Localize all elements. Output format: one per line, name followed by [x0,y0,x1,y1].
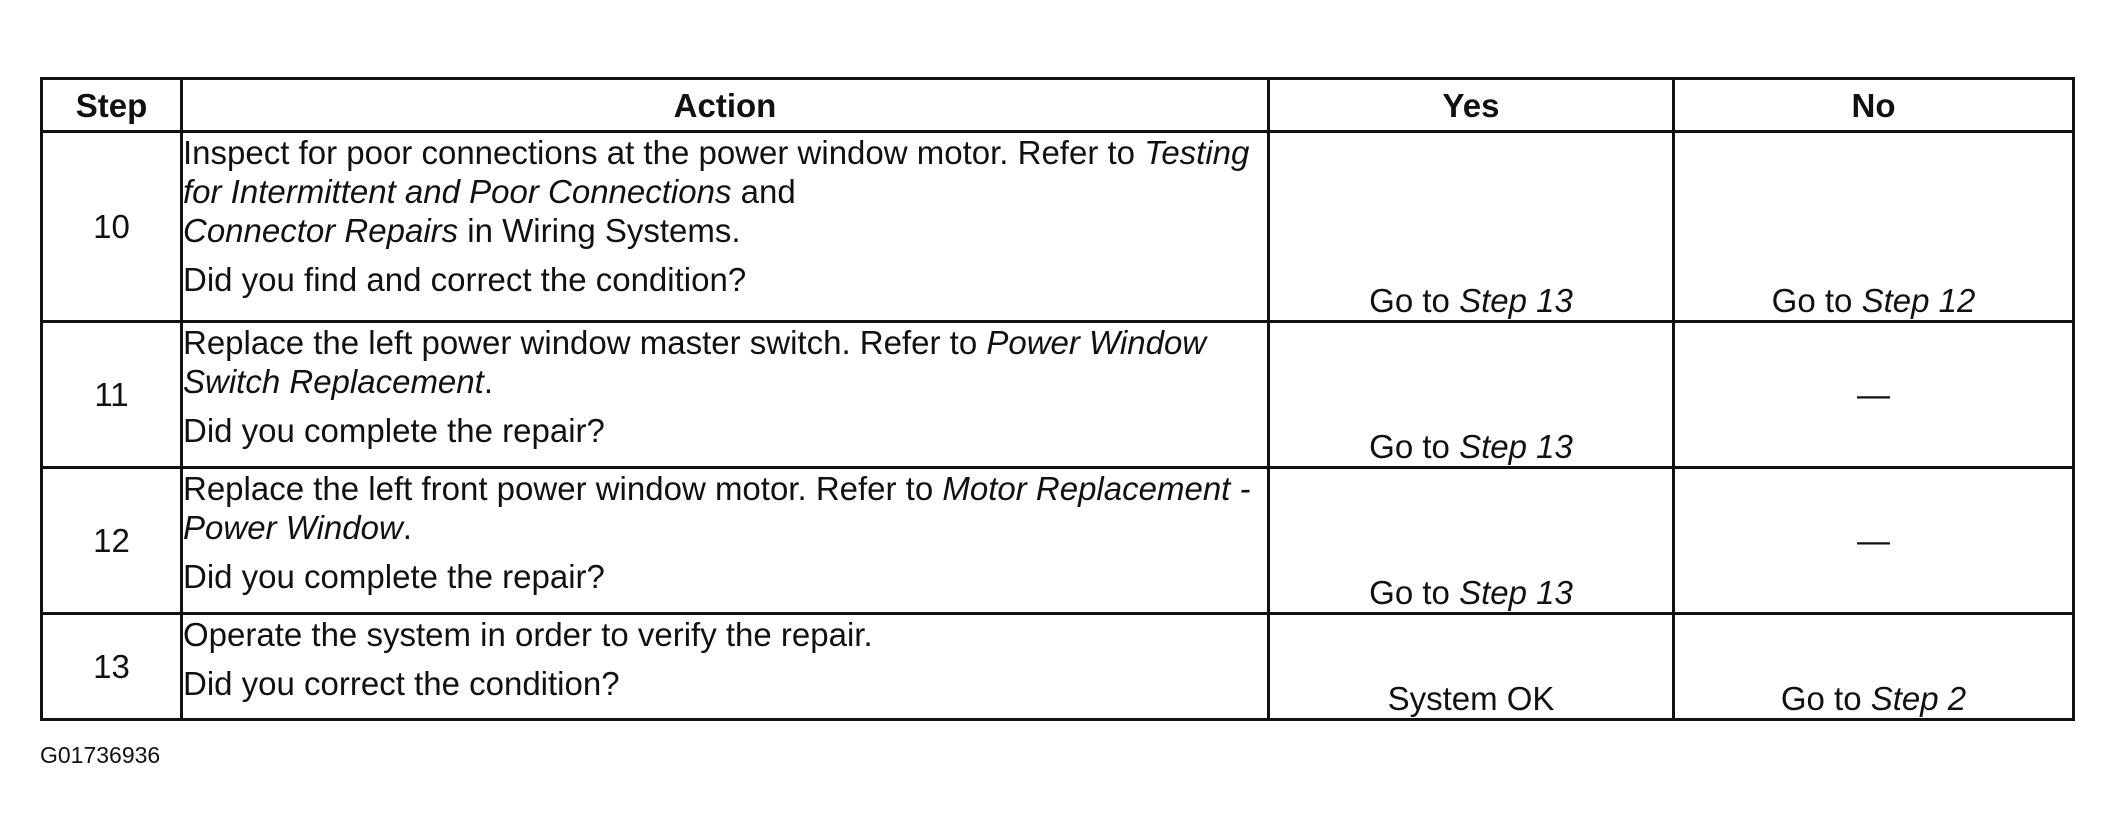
result-prefix: Go to [1369,428,1460,465]
instruction-text: Inspect for poor connections at the powe… [183,134,1145,171]
result-text: System OK [1387,680,1555,717]
action-instruction: Replace the left power window master swi… [183,323,1267,401]
header-action: Action [180,77,1270,133]
no-action-dash: — [1857,522,1890,559]
reference-link-text: Testing for Intermittent and Poor Connec… [183,134,1250,210]
instruction-text: Operate the system in order to verify th… [183,616,873,653]
reference-link-text: Connector Repairs [183,212,459,249]
result-step-ref: Step 13 [1459,428,1573,465]
header-yes: Yes [1267,77,1675,133]
action-question: Did you complete the repair? [183,558,605,595]
table-row: 12 Replace the left front power window m… [40,466,2075,615]
action-question: Did you complete the repair? [183,412,605,449]
step-number: 10 [40,130,183,323]
no-result: — [1672,320,2075,469]
table-row: 13 Operate the system in order to verify… [40,612,2075,721]
no-result: Go to Step 12 [1672,130,2075,323]
yes-result: System OK [1267,612,1675,721]
action-cell: Replace the left front power window moto… [180,466,1270,615]
no-result: — [1672,466,2075,615]
table-row: 10 Inspect for poor connections at the p… [40,130,2075,323]
action-instruction: Replace the left front power window moto… [183,469,1267,547]
no-action-dash: — [1857,376,1890,413]
result-prefix: Go to [1369,282,1460,319]
result-prefix: Go to [1780,680,1871,717]
action-instruction: Operate the system in order to verify th… [183,615,1267,654]
instruction-text: Replace the left front power window moto… [183,470,943,507]
action-question: Did you correct the condition? [183,665,620,702]
yes-result: Go to Step 13 [1267,320,1675,469]
header-step: Step [40,77,183,133]
diagnostic-table-container: Step Action Yes No 10 Inspect for poor c… [40,77,2075,721]
reference-link-text: Power Window Switch Replacement [183,324,1207,400]
action-cell: Replace the left power window master swi… [180,320,1270,469]
table-header-row: Step Action Yes No [40,77,2075,133]
result-prefix: Go to [1771,282,1862,319]
step-number: 11 [40,320,183,469]
action-question: Did you find and correct the condition? [183,261,747,298]
result-step-ref: Step 12 [1861,282,1976,319]
result-step-ref: Step 13 [1459,574,1573,611]
result-step-ref: Step 2 [1870,680,1967,717]
reference-link-text: Motor Replacement - Power Window [183,470,1251,546]
action-cell: Operate the system in order to verify th… [180,612,1270,721]
action-instruction: Inspect for poor connections at the powe… [183,133,1267,250]
instruction-text: . [402,509,412,546]
no-result: Go to Step 2 [1672,612,2075,721]
figure-id-label: G01736936 [40,742,161,768]
step-number: 12 [40,466,183,615]
instruction-text: Replace the left power window master swi… [183,324,987,361]
yes-result: Go to Step 13 [1267,466,1675,615]
result-prefix: Go to [1369,574,1460,611]
instruction-text: . [483,363,493,400]
action-cell: Inspect for poor connections at the powe… [180,130,1270,323]
yes-result: Go to Step 13 [1267,130,1675,323]
diagnostic-table: Step Action Yes No 10 Inspect for poor c… [40,77,2075,721]
step-number: 13 [40,612,183,721]
instruction-text: in Wiring Systems. [458,212,741,249]
instruction-text: and [731,173,796,210]
table-row: 11 Replace the left power window master … [40,320,2075,469]
header-no: No [1672,77,2075,133]
result-step-ref: Step 13 [1459,282,1573,319]
